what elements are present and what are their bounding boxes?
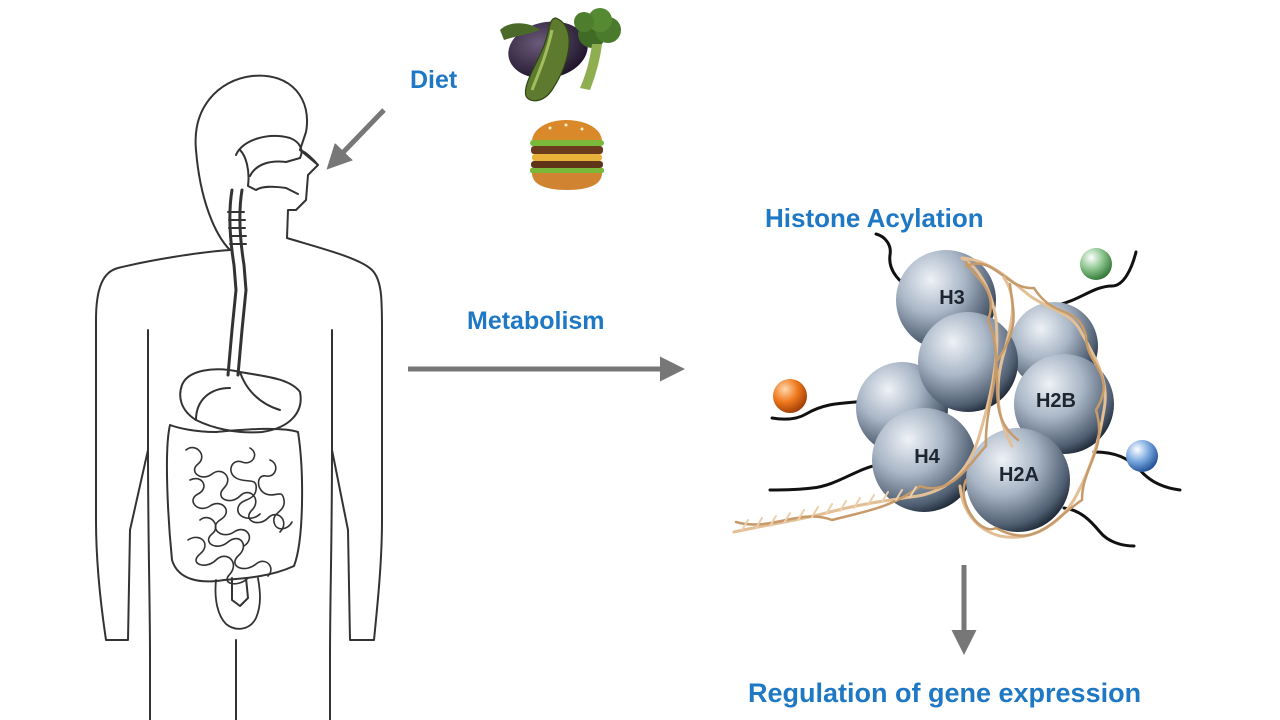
histone-tail <box>1062 506 1136 548</box>
acyl-group-blue <box>1126 440 1158 472</box>
metabolism-label: Metabolism <box>467 307 605 335</box>
histone-h2a-label: H2A <box>999 464 1039 486</box>
acyl-group-green <box>1080 248 1112 280</box>
histone-tail <box>1056 250 1138 307</box>
human-body-digestive-system-icon <box>95 74 383 720</box>
nucleosome: H3 H2B H4 H2A <box>732 232 1182 548</box>
histone-h2a <box>966 428 1070 532</box>
diet-arrow <box>326 108 386 170</box>
histone-h2b-label: H2B <box>1036 390 1076 412</box>
histone-tail <box>768 463 880 492</box>
regulation-label: Regulation of gene expression <box>748 678 1142 708</box>
histone-h4-label: H4 <box>914 446 940 468</box>
histone-acylation-label: Histone Acylation <box>765 203 984 233</box>
diet-label: Diet <box>410 66 458 94</box>
vegetables-icon <box>500 8 621 102</box>
hamburger-icon <box>530 120 604 190</box>
histone-h3-label: H3 <box>939 287 965 309</box>
histone-h2b <box>1014 354 1114 454</box>
histone-tail <box>770 398 874 421</box>
acyl-group-orange <box>773 379 807 413</box>
dna-helix <box>732 256 1107 539</box>
histone-h4 <box>872 408 976 512</box>
